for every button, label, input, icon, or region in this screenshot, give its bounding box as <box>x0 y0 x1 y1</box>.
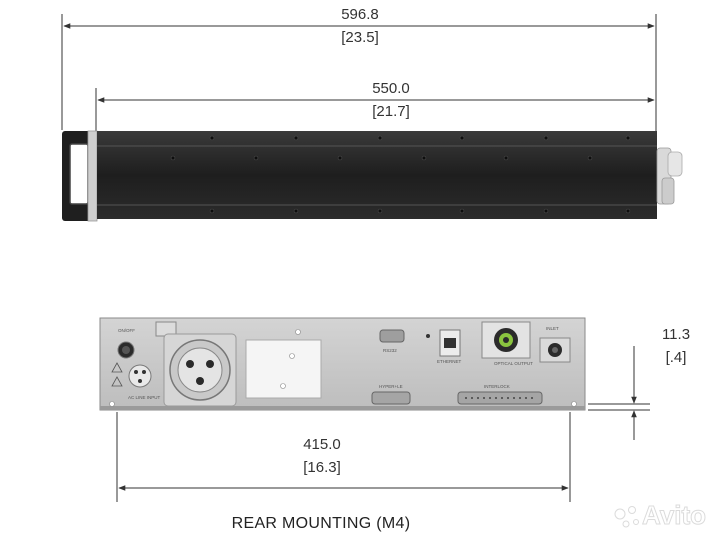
inlet-connector: INLET <box>539 326 571 363</box>
dimension-body-length: 550.0 [21.7] <box>95 80 655 132</box>
caption: REAR MOUNTING (M4) <box>232 515 411 532</box>
label-rs232: RS232 <box>383 348 397 353</box>
hyperface-connector: HYPER+LE <box>371 384 411 405</box>
optical-output: OPTICAL OUTPUT <box>481 321 533 366</box>
on-off-switch: ON/OFF <box>117 328 135 359</box>
label-optical-output: OPTICAL OUTPUT <box>494 361 533 366</box>
interlock-connector: INTERLOCK <box>457 384 543 405</box>
dimension-overall-length: 596.8 [23.5] <box>61 6 657 132</box>
label-on-off: ON/OFF <box>118 328 135 333</box>
label-hyperface: HYPER+LE <box>379 384 403 389</box>
dimension-mount-height: 11.3 [.4] <box>588 326 690 440</box>
label-plate <box>245 339 322 399</box>
dimension-mount-spacing: 415.0 [16.3] <box>116 412 571 502</box>
power-inlet <box>155 321 237 407</box>
watermark-text: Avito <box>642 500 706 530</box>
ethernet-port: ETHERNET <box>437 329 462 364</box>
mount-height-mm: 11.3 <box>662 326 690 343</box>
overall-length-inch: [23.5] <box>341 29 379 46</box>
label-inlet: INLET <box>546 326 559 331</box>
overall-length-mm: 596.8 <box>341 6 379 23</box>
label-ac-line-input: AC LINE INPUT <box>128 395 161 400</box>
rs232-port: RS232 <box>379 329 430 353</box>
watermark: Avito <box>614 500 707 531</box>
label-interlock: INTERLOCK <box>484 384 510 389</box>
mount-spacing-mm: 415.0 <box>303 436 341 453</box>
mount-spacing-inch: [16.3] <box>303 459 341 476</box>
body-length-inch: [21.7] <box>372 103 410 120</box>
side-view-unit <box>62 130 683 222</box>
body-length-mm: 550.0 <box>372 80 410 97</box>
label-ethernet: ETHERNET <box>437 359 462 364</box>
ac-socket-small: AC LINE INPUT <box>128 364 161 400</box>
mount-height-inch: [.4] <box>666 349 687 366</box>
rear-panel: ON/OFF AC LINE INPUT <box>99 317 586 411</box>
warning-icon <box>111 362 123 387</box>
